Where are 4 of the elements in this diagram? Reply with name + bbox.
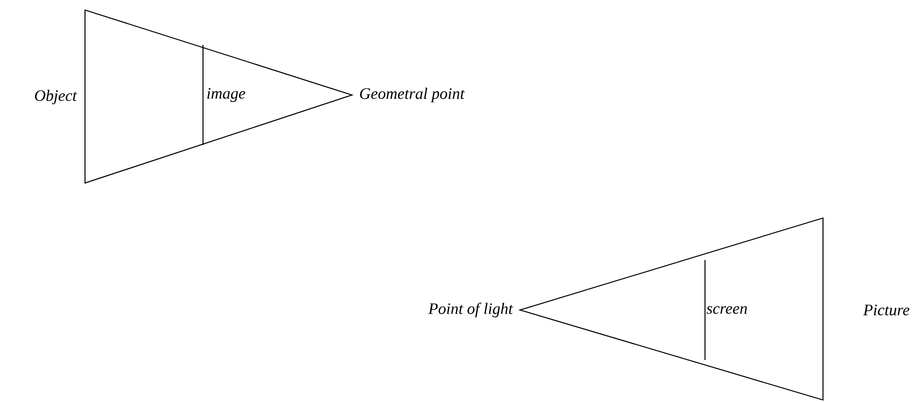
beside-label: Geometral point [360, 88, 465, 102]
beside-label: Picture [863, 304, 910, 316]
beside-label: Point of light [428, 302, 514, 318]
beside-label: Object [34, 90, 78, 104]
